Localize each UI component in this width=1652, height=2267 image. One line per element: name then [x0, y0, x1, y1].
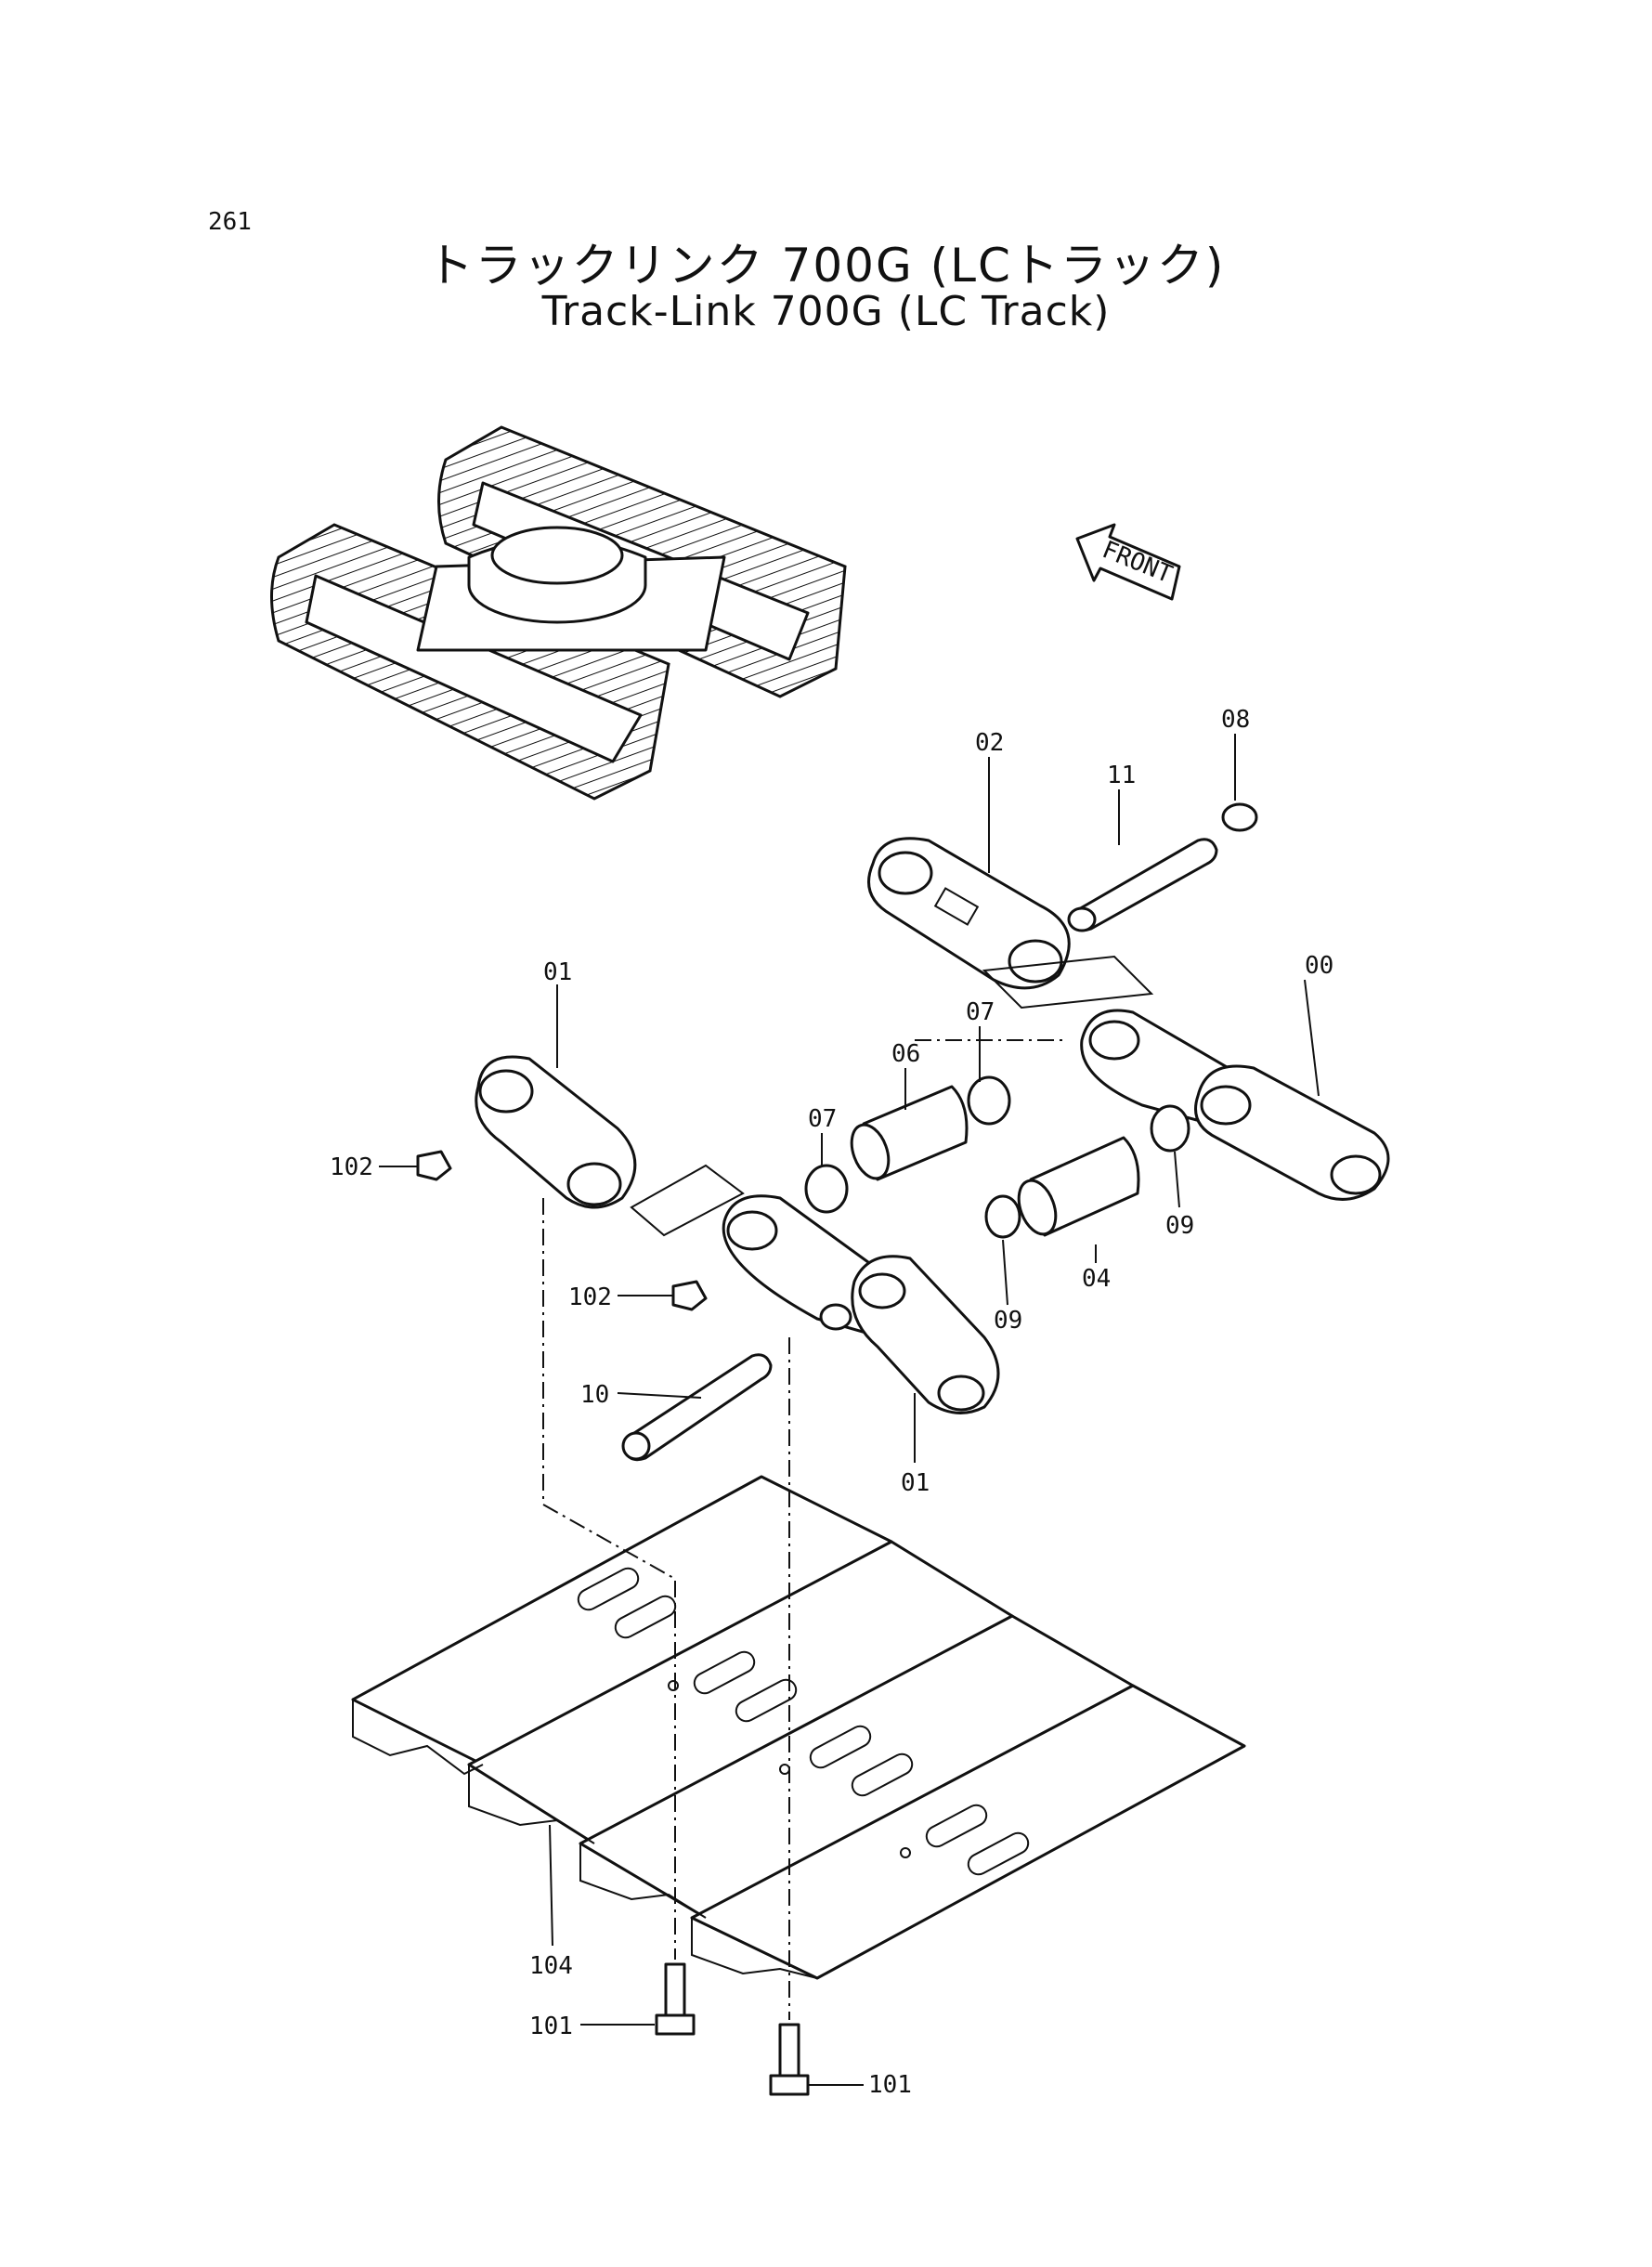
label-01-lower: 01: [901, 1469, 930, 1497]
bushing-04: [1017, 1136, 1140, 1237]
label-01-upper: 01: [543, 958, 572, 986]
label-10: 10: [580, 1381, 609, 1409]
label-104: 104: [529, 1952, 573, 1980]
plate-left: [630, 1164, 745, 1237]
label-07-left: 07: [808, 1105, 837, 1133]
label-08: 08: [1221, 706, 1250, 734]
label-07-right: 07: [966, 998, 995, 1026]
front-arrow-icon: FRONT: [1075, 523, 1181, 601]
link-00: [1080, 1009, 1390, 1201]
bolt-101-right: [769, 2023, 810, 2096]
title-english: Track-Link 700G (LC Track): [541, 288, 1111, 335]
leader-10: [617, 1392, 702, 1399]
label-02: 02: [975, 729, 1004, 757]
assembly-line-left: [542, 1198, 676, 1960]
label-102-lower: 102: [568, 1283, 612, 1311]
leader-104: [549, 1824, 553, 1947]
seal-07-left: [804, 1164, 849, 1214]
nut-102-upper: [416, 1150, 452, 1181]
leader-00: [1304, 979, 1320, 1097]
label-04: 04: [1082, 1265, 1111, 1293]
link-01-upper: [475, 1055, 637, 1209]
seal-07-right: [967, 1075, 1011, 1126]
ring-08: [1221, 802, 1258, 832]
page-number: 261: [208, 208, 252, 236]
seal-09-right: [1150, 1104, 1190, 1153]
label-06: 06: [891, 1040, 920, 1068]
link-01-lower: [722, 1194, 1000, 1414]
plate-upper: [982, 955, 1154, 1010]
label-00: 00: [1305, 952, 1333, 980]
nut-102-lower: [671, 1280, 708, 1311]
pin-10: [621, 1353, 773, 1462]
label-09-left: 09: [994, 1307, 1022, 1335]
bushing-06: [850, 1085, 969, 1181]
leader-09a: [1002, 1239, 1008, 1306]
leader-09b: [1174, 1151, 1180, 1208]
label-102-upper: 102: [330, 1153, 373, 1181]
pin-11: [1067, 838, 1218, 932]
link-02: [867, 837, 1071, 990]
undercarriage-illustration: [270, 425, 847, 801]
label-101-left: 101: [529, 2013, 573, 2040]
track-shoes-104: [351, 1475, 1246, 1980]
label-101-right: 101: [868, 2071, 912, 2099]
seal-09-left: [984, 1194, 1021, 1239]
title-japanese: トラックリンク 700G (LCトラック): [426, 239, 1226, 293]
label-11: 11: [1107, 762, 1136, 789]
bolt-101-left: [655, 1962, 696, 2036]
label-09-right: 09: [1165, 1212, 1194, 1240]
